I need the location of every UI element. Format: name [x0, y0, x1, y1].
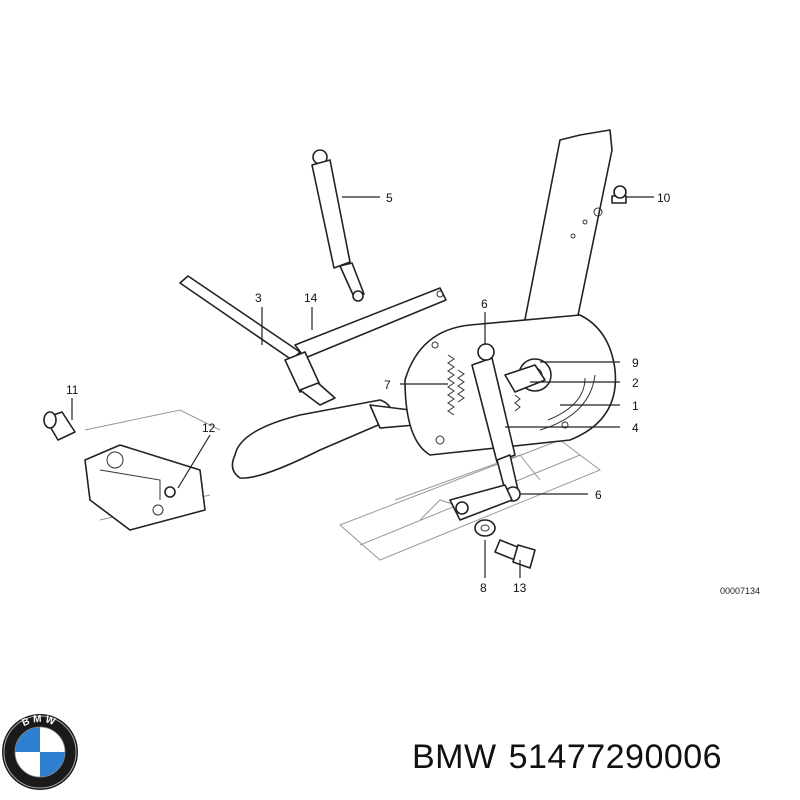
leader-lines — [71, 196, 654, 578]
release-handle — [231, 399, 416, 479]
connecting-rod — [471, 343, 521, 502]
callout-6-upper: 6 — [481, 297, 488, 311]
callout-10: 10 — [657, 191, 671, 205]
svg-text:BMW: BMW — [21, 714, 60, 729]
springs — [447, 354, 521, 416]
callout-13: 13 — [513, 581, 527, 595]
bmw-logo-icon: BMW — [2, 714, 78, 790]
callout-3: 3 — [255, 291, 262, 305]
part-number: 51477290006 — [508, 738, 723, 776]
callout-5: 5 — [386, 191, 393, 205]
brand-name: BMW — [412, 738, 497, 776]
gas-strut — [311, 149, 365, 302]
callout-8: 8 — [480, 581, 487, 595]
lever-link — [504, 364, 546, 393]
part-caption: BMW 51477290006 — [412, 738, 722, 777]
callout-9: 9 — [632, 356, 639, 370]
callout-1: 1 — [632, 399, 639, 413]
diagram-reference-code: 00007134 — [720, 586, 760, 596]
bolt-13 — [494, 539, 536, 569]
callout-2: 2 — [632, 376, 639, 390]
callout-11: 11 — [66, 383, 79, 397]
lower-link — [449, 484, 513, 521]
callout-4: 4 — [632, 421, 639, 435]
shaft — [179, 275, 336, 406]
callout-14: 14 — [304, 291, 318, 305]
left-bracket — [43, 409, 221, 531]
callout-6-lower: 6 — [595, 488, 602, 502]
hinge-plate — [519, 129, 613, 346]
bolt-10 — [611, 185, 627, 204]
callout-7: 7 — [384, 378, 391, 392]
washer-8 — [474, 519, 496, 537]
callout-12: 12 — [202, 421, 216, 435]
